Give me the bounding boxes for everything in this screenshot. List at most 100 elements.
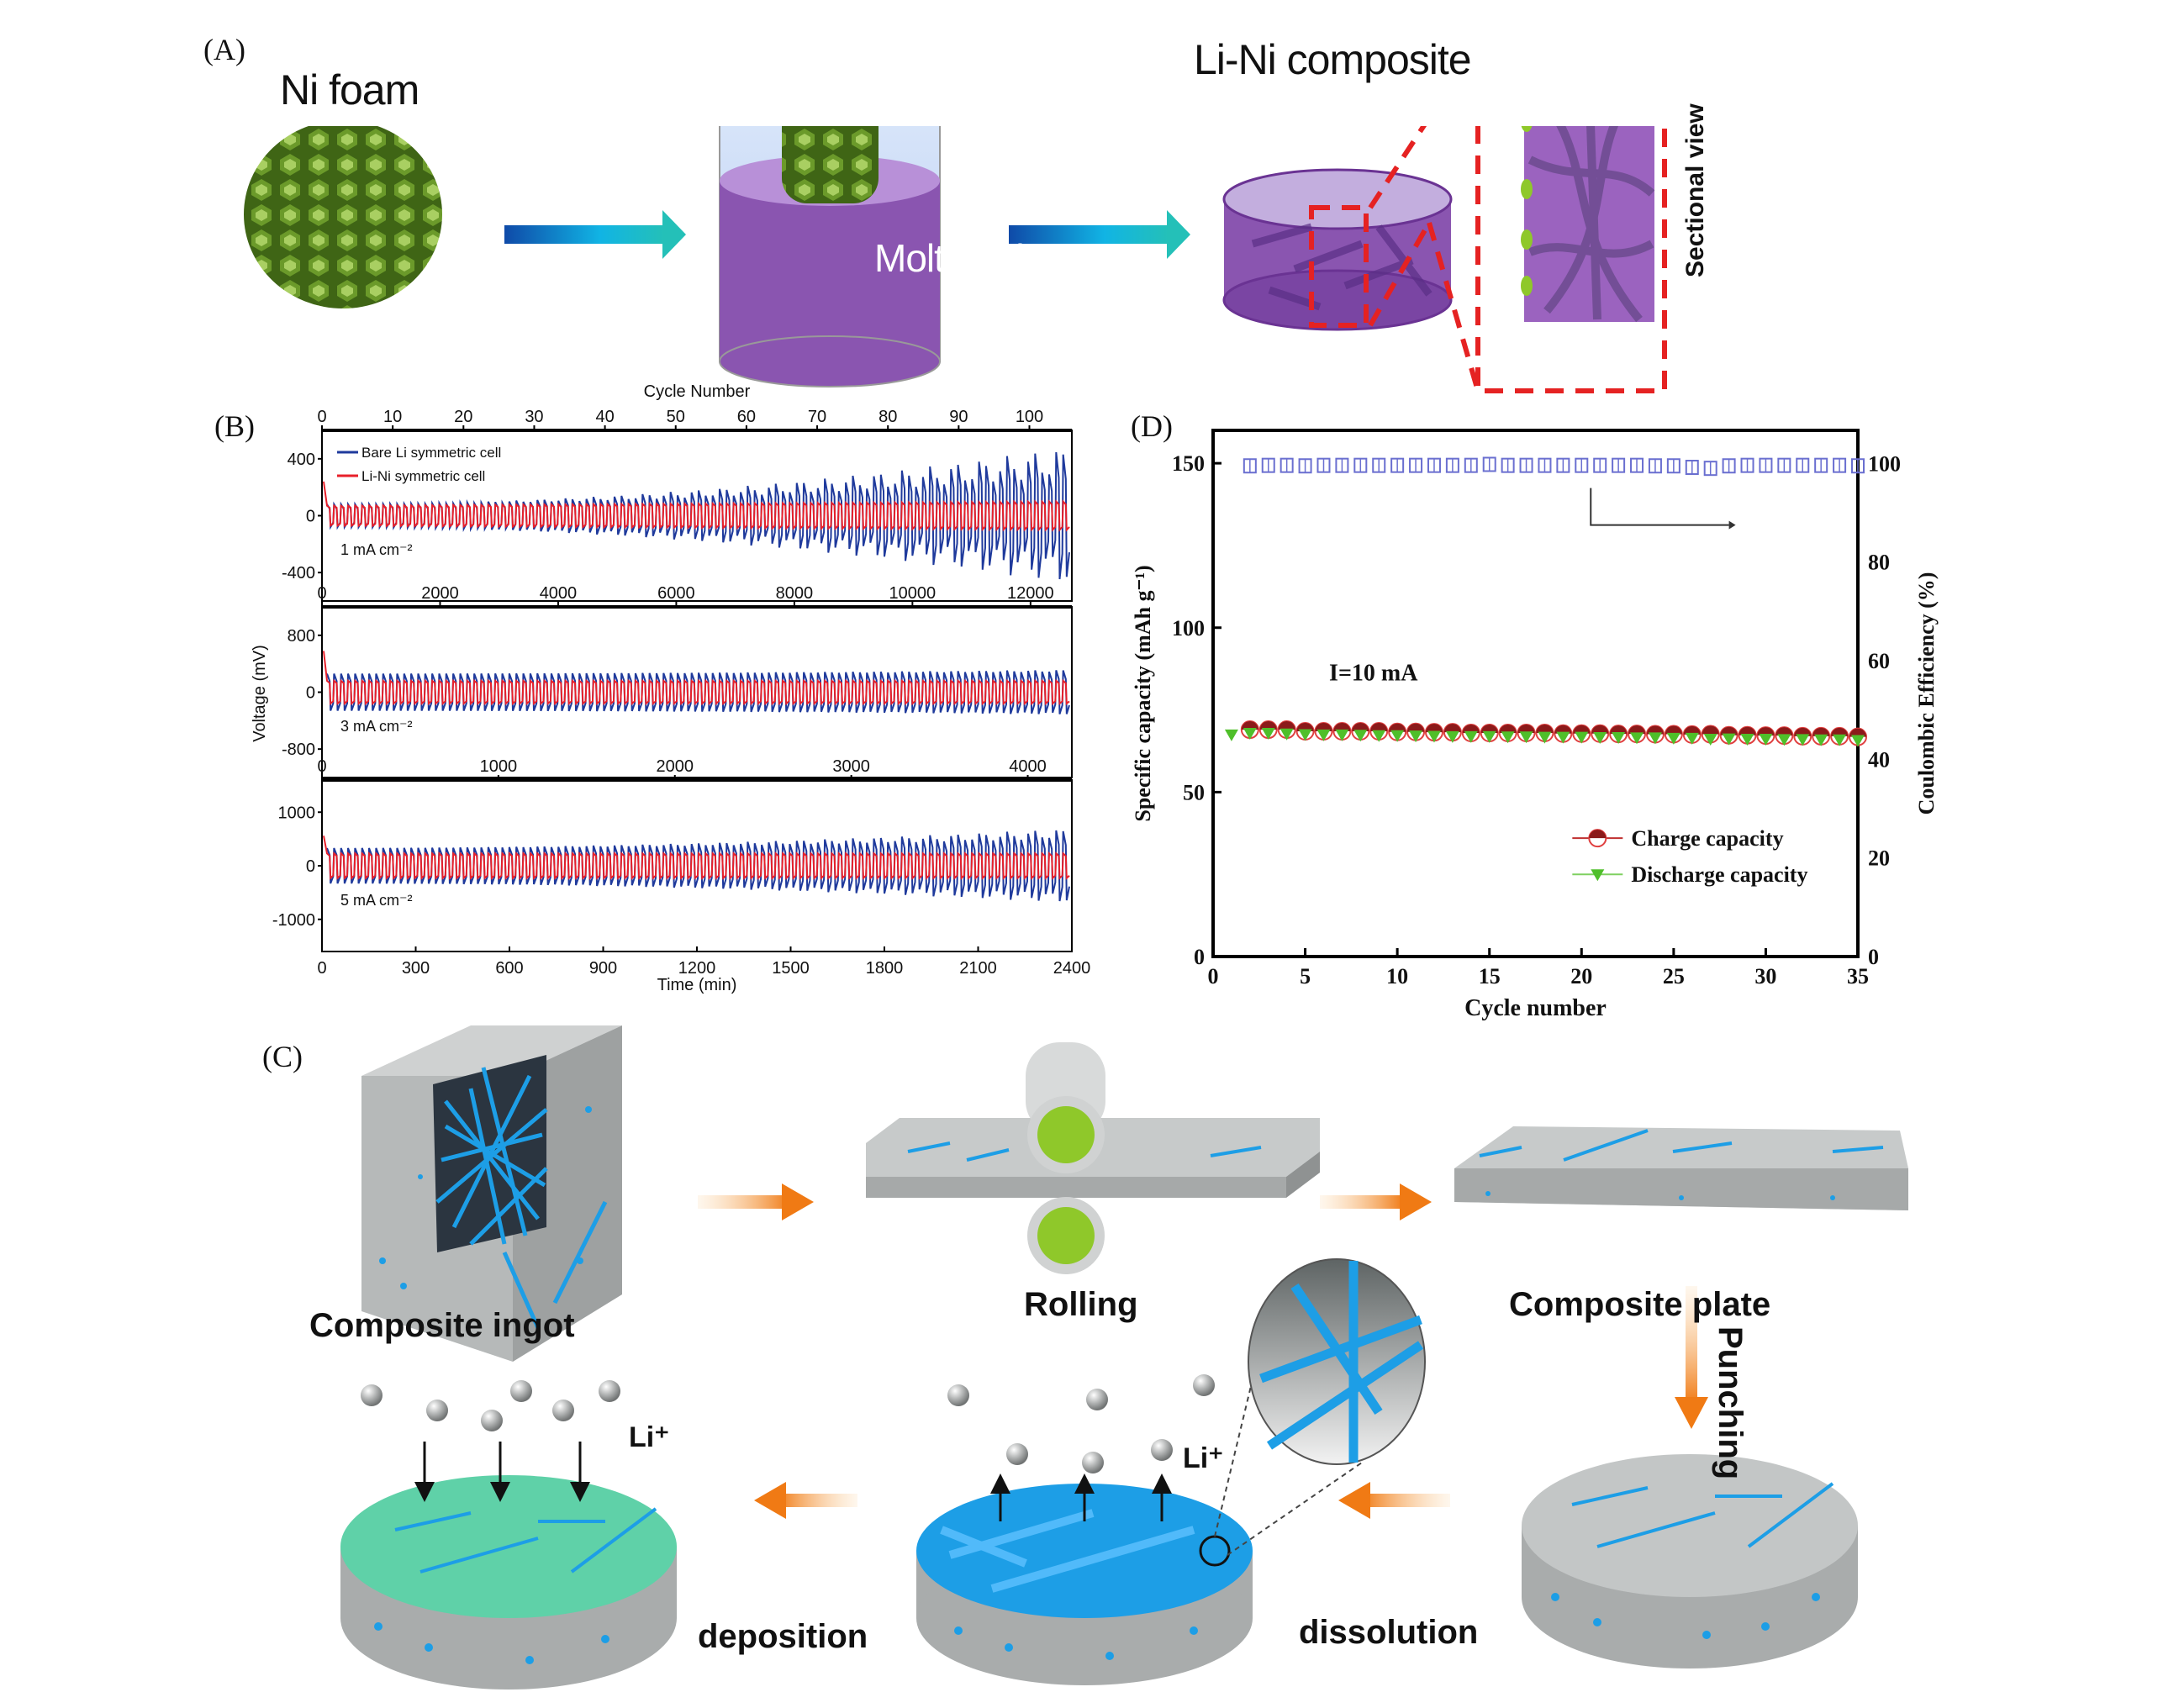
x-tick-label: 300: [402, 959, 430, 978]
charge-point-fill: [1794, 727, 1812, 736]
charge-point-fill: [1407, 723, 1425, 732]
charge-point-fill: [1278, 721, 1295, 730]
top-tick-label: 40: [595, 408, 614, 426]
y-tick-label: 0: [306, 508, 315, 526]
discharge-point: [1482, 730, 1496, 743]
discharge-point: [1630, 732, 1644, 745]
x-tick-label: 1500: [772, 959, 810, 978]
ni-foam-label: Ni foam: [280, 66, 419, 113]
x-tick-label: 0: [1208, 964, 1219, 988]
discharge-point: [1666, 732, 1680, 745]
x-tick-label: 600: [495, 959, 523, 978]
panel-a-illustration: [244, 126, 1667, 393]
charge-point-fill: [1443, 724, 1461, 733]
legend-marker-discharge: [1591, 869, 1605, 882]
top-tick-label: 100: [1016, 408, 1043, 426]
x-tick-label: 25: [1663, 964, 1685, 988]
charge-point-fill: [1573, 725, 1591, 734]
x-axis-title: Time (min): [657, 976, 737, 994]
panel-label-a: (A): [203, 33, 245, 66]
top-tick-label: 90: [949, 408, 968, 426]
charge-point-fill: [1517, 724, 1535, 733]
dissolution-label: dissolution: [1299, 1614, 1479, 1651]
charge-point-fill: [1665, 725, 1682, 735]
top-axis-title: Cycle Number: [644, 382, 751, 401]
y2-tick-label: 20: [1868, 846, 1890, 871]
process-arrow-deposition: [754, 1482, 857, 1519]
charge-point-fill: [1499, 724, 1517, 733]
y2-tick-label: 80: [1868, 551, 1890, 575]
y-tick-label: 150: [1172, 451, 1205, 476]
x-tick-label: 30: [1754, 964, 1776, 988]
arrow-head-icon: [1728, 520, 1736, 530]
top-tick-label: 0: [317, 584, 326, 603]
top-tick-label: 80: [879, 408, 897, 426]
charge-point-fill: [1333, 722, 1351, 731]
charge-point-fill: [1554, 725, 1572, 734]
discharge-point: [1648, 732, 1662, 745]
deposition-label: deposition: [698, 1618, 868, 1655]
li-ni-composite-icon: [1222, 168, 1453, 331]
sectional-view-label: Sectional view: [1681, 103, 1709, 277]
discharge-point: [1372, 730, 1386, 742]
top-tick-label: 1000: [480, 757, 518, 776]
process-arrow-2: [1009, 210, 1190, 259]
plot-frame-d: [1211, 429, 1860, 958]
charge-point-fill: [1370, 722, 1388, 731]
discharge-point: [1243, 727, 1257, 740]
x-tick-label: 35: [1847, 964, 1869, 988]
y-tick-label: 0: [1194, 945, 1205, 969]
section-zoom-outline: [1309, 126, 1667, 393]
composite-label: Li-Ni composite: [1194, 36, 1472, 83]
composite-ingot-icon: [361, 1025, 622, 1362]
charge-point-fill: [1425, 724, 1443, 733]
x-axis-title: Cycle number: [1464, 995, 1607, 1021]
charge-point-fill: [1831, 727, 1849, 736]
x-tick-label: 10: [1386, 964, 1408, 988]
y-tick-label: 0: [306, 857, 315, 876]
discharge-point: [1335, 729, 1349, 741]
right-axis-arrow-icon: [1590, 488, 1729, 526]
top-tick-label: 50: [667, 408, 685, 426]
charge-point-fill: [1702, 725, 1719, 735]
charge-point-fill: [1480, 724, 1498, 733]
discharge-point: [1316, 729, 1331, 741]
panel-label-c: (C): [262, 1040, 303, 1073]
x-tick-label: 1200: [678, 959, 716, 978]
x-tick-label: 0: [317, 959, 326, 978]
series-li-ni-1: [323, 481, 1070, 532]
series-li-ni-3: [323, 836, 1070, 880]
discharge-point: [1445, 730, 1459, 743]
punching-label: Punching: [1712, 1326, 1749, 1480]
top-tick-label: 3000: [832, 757, 870, 776]
top-tick-label: 0: [317, 757, 326, 776]
legend-label-charge: Charge capacity: [1631, 826, 1783, 851]
ni-foam-icon: [244, 126, 442, 308]
x-tick-label: 1800: [866, 959, 904, 978]
molten-li-label: Molten Li: [874, 236, 1025, 280]
charge-point-fill: [1683, 725, 1701, 735]
discharge-point: [1740, 733, 1754, 746]
y2-tick-label: 40: [1868, 747, 1890, 772]
current-density-annotation: 3 mA cm⁻²: [340, 718, 413, 735]
discharge-point: [1538, 731, 1552, 744]
charge-point-fill: [1389, 723, 1406, 732]
top-tick-label: 2000: [421, 584, 459, 603]
top-tick-label: 10: [383, 408, 402, 426]
series-li-ni-2: [323, 651, 1070, 706]
top-tick-label: 2000: [657, 757, 694, 776]
process-arrow-plate: [1320, 1183, 1432, 1220]
composite-plate-icon: [1454, 1126, 1908, 1210]
y-tick-label: -400: [282, 564, 315, 583]
x-tick-label: 15: [1479, 964, 1501, 988]
discharge-point: [1519, 731, 1533, 744]
y-tick-label: 100: [1172, 616, 1205, 640]
top-tick-label: 6000: [657, 584, 695, 603]
y2-tick-label: 60: [1868, 649, 1890, 673]
charge-point-fill: [1259, 721, 1277, 730]
charge-point-fill: [1720, 726, 1738, 735]
li-ion-label-right: Li⁺: [1183, 1442, 1224, 1474]
charge-point-fill: [1315, 722, 1332, 731]
composite-ingot-label: Composite ingot: [309, 1307, 575, 1344]
